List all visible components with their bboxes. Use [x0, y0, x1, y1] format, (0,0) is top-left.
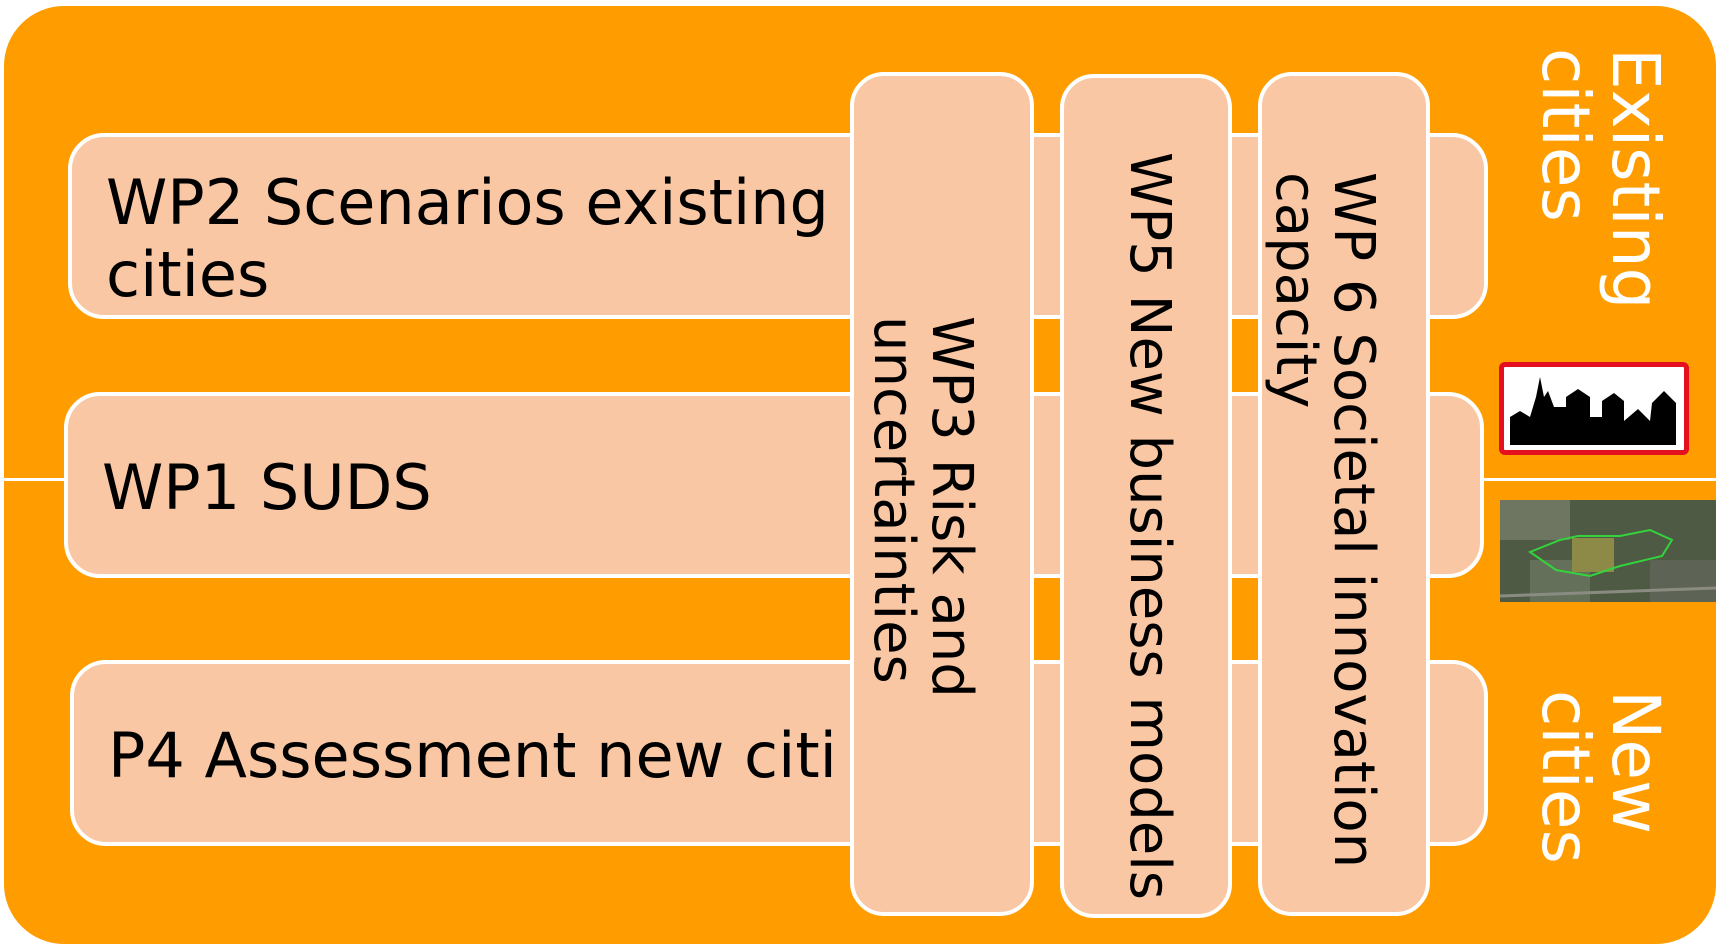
- wp1-box: WP1 SUDS: [64, 392, 1484, 578]
- wp2-box: WP2 Scenarios existing cities: [68, 133, 1488, 319]
- skyline-shape: [1510, 377, 1676, 445]
- town-skyline-sign-icon: [1499, 362, 1689, 455]
- wp3-box: WP3 Risk and uncertainties: [850, 72, 1034, 916]
- wp4-label: P4 Assessment new citi: [108, 719, 837, 792]
- wp1-label: WP1 SUDS: [102, 451, 432, 524]
- existing-cities-label: Existing cities: [1527, 48, 1674, 310]
- wp6-label: WP 6 Societal innovation capacity: [1263, 172, 1386, 869]
- satellite-svg: [1499, 500, 1717, 602]
- site-boundary: [1527, 528, 1674, 578]
- wp5-box: WP5 New business models: [1060, 74, 1232, 918]
- wp4-box: P4 Assessment new citi: [70, 660, 1488, 846]
- wp2-label: WP2 Scenarios existing cities: [106, 166, 829, 311]
- wp6-box: WP 6 Societal innovation capacity: [1258, 72, 1430, 916]
- satellite-map-icon: [1499, 500, 1717, 602]
- wp5-label: WP5 New business models: [1117, 152, 1182, 900]
- wp3-label: WP3 Risk and uncertainties: [861, 316, 984, 698]
- town-skyline-svg: [1510, 377, 1676, 445]
- new-cities-label: New cities: [1527, 690, 1674, 864]
